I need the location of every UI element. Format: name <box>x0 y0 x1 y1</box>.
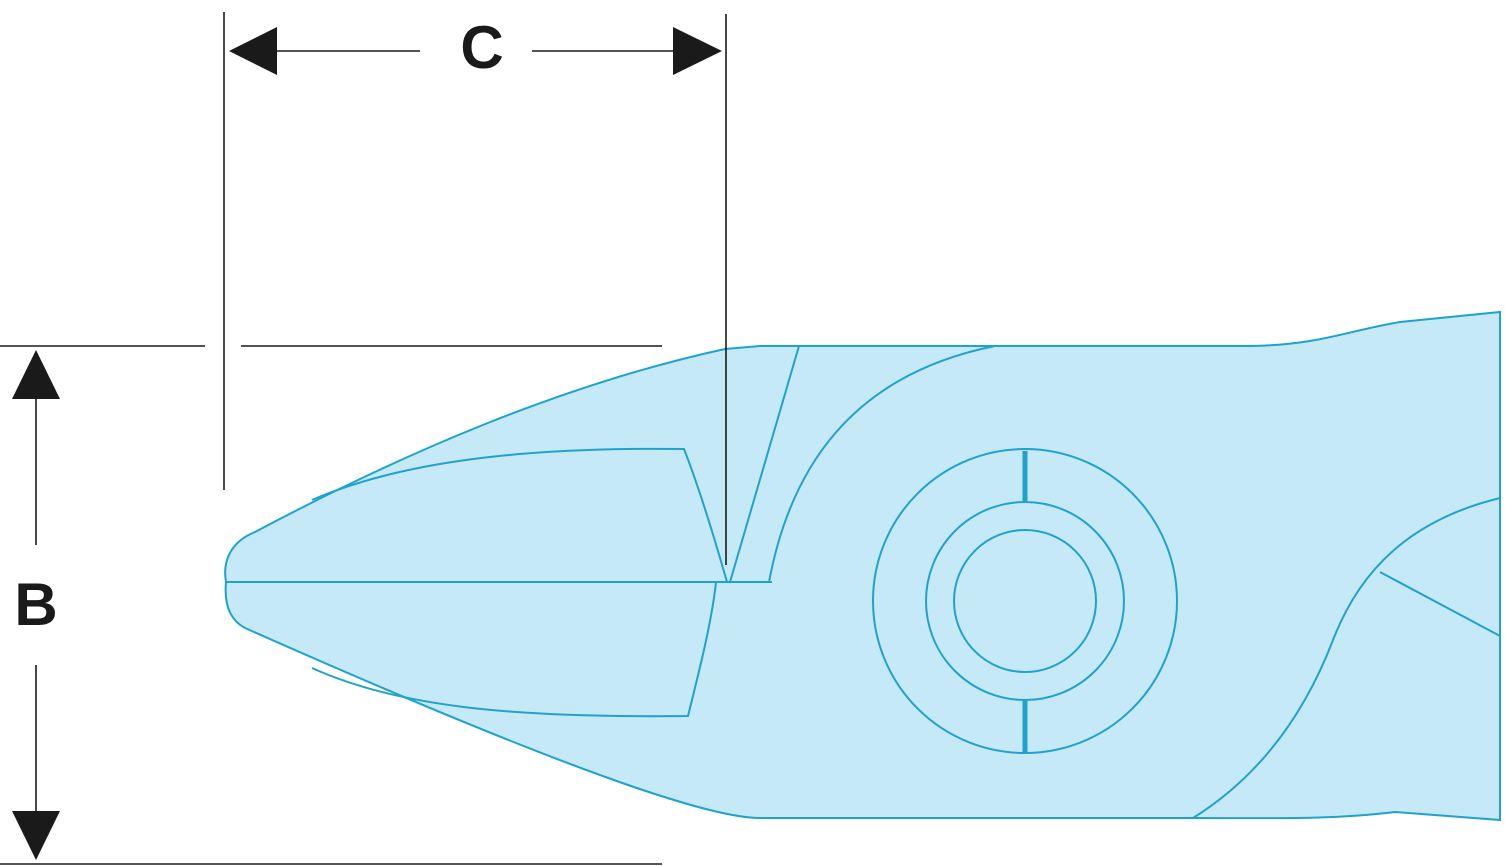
pivot-middle-ring <box>925 501 1125 701</box>
dimension-b-label: B <box>14 571 57 638</box>
cutter-head <box>224 310 1501 822</box>
c-arrow-left <box>229 27 277 75</box>
upper-jaw-bevel <box>311 447 728 583</box>
cutter-body-outline <box>224 310 1501 822</box>
dimension-c: C <box>223 12 727 565</box>
spring-slot-line <box>1379 571 1501 637</box>
dimension-b: B <box>0 345 662 865</box>
upper-handle-sweep <box>768 345 996 583</box>
c-arrow-right <box>673 27 722 75</box>
lower-handle-sweep <box>1192 497 1501 819</box>
b-arrow-bottom <box>12 811 60 860</box>
pivot-inner-ring <box>953 529 1097 673</box>
upper-jaw-back-edge <box>729 345 800 583</box>
b-arrow-top <box>12 350 60 399</box>
dimension-c-label: C <box>460 14 503 81</box>
lower-jaw-bevel <box>311 581 717 718</box>
